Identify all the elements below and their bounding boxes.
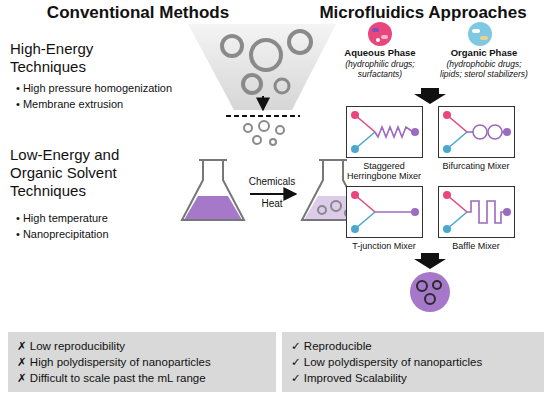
- process-arrow: [250, 193, 296, 195]
- flow-arrow: [414, 253, 446, 269]
- method-heading: High-Energy Techniques: [10, 40, 120, 76]
- summary-item: ✓ Improved Scalability: [291, 370, 535, 386]
- mixer-chip: T-junction Mixer: [341, 186, 427, 251]
- mixer-chip: Staggered Herringbone Mixer: [341, 106, 427, 182]
- summary-item: ✓ Reproducible: [291, 338, 535, 354]
- mixer-channel: [439, 107, 514, 157]
- mixer-box: [346, 106, 423, 158]
- mixer-channel: [347, 187, 422, 237]
- phase-name: Organic Phase: [436, 47, 532, 58]
- mixer-caption: Baffle Mixer: [433, 241, 519, 251]
- mixer-caption: T-junction Mixer: [341, 241, 427, 251]
- section-title: Conventional Methods: [8, 3, 268, 23]
- summary-item: ✗ Low reproducibility: [17, 338, 267, 354]
- section-title: Microfluidics Approaches: [300, 3, 546, 23]
- bullet-item: • High temperature: [16, 212, 176, 225]
- homogenizer-funnel: [188, 24, 336, 145]
- organic-icon: [468, 22, 492, 46]
- summary-item: ✓ Low polydispersity of nanoparticles: [291, 354, 535, 370]
- mixer-box: [438, 186, 515, 238]
- nanoparticle-output: [410, 272, 450, 312]
- flow-arrow: [414, 88, 446, 104]
- bullet-item: • High pressure homogenization: [16, 82, 196, 95]
- mixer-caption: Staggered Herringbone Mixer: [341, 161, 427, 182]
- summary-box: ✗ Low reproducibility✗ High polydispersi…: [8, 332, 276, 392]
- phase-contents: (hydrophilic drugs; surfactants): [336, 59, 424, 79]
- mixer-chip: Baffle Mixer: [433, 186, 519, 251]
- mixer-box: [346, 186, 423, 238]
- aqueous-icon: [368, 22, 392, 46]
- mixer-channel: [439, 187, 514, 237]
- summary-item: ✗ High polydispersity of nanoparticles: [17, 354, 267, 370]
- bullet-item: • Membrane extrusion: [16, 98, 186, 111]
- mixer-box: [438, 106, 515, 158]
- mixer-channel: [347, 107, 422, 157]
- arrow-label: Chemicals: [242, 176, 302, 188]
- mixer-caption: Bifurcating Mixer: [433, 161, 519, 171]
- summary-item: ✗ Difficult to scale past the mL range: [17, 370, 267, 386]
- flask-before: [182, 160, 244, 220]
- summary-box: ✓ Reproducible✓ Low polydispersity of na…: [282, 332, 544, 392]
- mixer-chip: Bifurcating Mixer: [433, 106, 519, 171]
- bullet-item: • Nanoprecipitation: [16, 228, 176, 241]
- method-heading: Low-Energy and Organic Solvent Technique…: [10, 146, 160, 200]
- arrow-label: Heat: [242, 198, 302, 210]
- phase-contents: (hydrophobic drugs; lipids; sterol stabi…: [436, 59, 532, 79]
- phase-name: Aqueous Phase: [336, 47, 424, 58]
